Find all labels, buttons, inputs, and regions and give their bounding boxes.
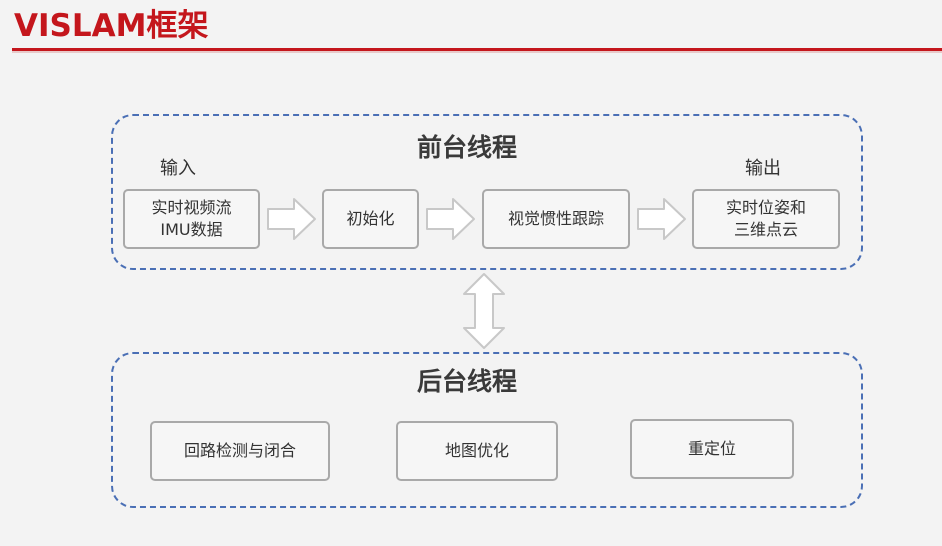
box-loop-closure-label: 回路检测与闭合 — [183, 441, 296, 460]
right-arrow-icon — [637, 198, 686, 240]
box-visual-inertial-tracking: 视觉惯性跟踪 — [482, 189, 630, 249]
box-initialization-label: 初始化 — [346, 209, 395, 228]
box-tracking-label: 视觉惯性跟踪 — [507, 209, 604, 228]
box-initialization: 初始化 — [322, 189, 419, 249]
input-label: 输入 — [160, 158, 196, 179]
box-relocalization: 重定位 — [630, 419, 794, 479]
title-underline — [12, 48, 942, 51]
title-underline-shadow — [12, 51, 942, 53]
frontend-thread-group — [111, 114, 863, 270]
right-arrow-icon — [426, 198, 475, 240]
output-label: 输出 — [745, 158, 781, 179]
box-pose-pointcloud-output: 实时位姿和 三维点云 — [692, 189, 840, 249]
box-map-optimization: 地图优化 — [396, 421, 558, 481]
box-video-imu-line-2: IMU数据 — [160, 220, 223, 239]
backend-thread-title: 后台线程 — [417, 367, 518, 396]
double-vertical-arrow-icon — [463, 273, 505, 349]
frontend-thread-title: 前台线程 — [417, 133, 518, 162]
backend-thread-group — [111, 352, 863, 508]
box-relocalization-label: 重定位 — [687, 439, 736, 458]
box-video-imu-input: 实时视频流 IMU数据 — [123, 189, 260, 249]
box-video-imu-line-1: 实时视频流 — [151, 198, 232, 217]
box-map-optimization-label: 地图优化 — [444, 441, 509, 460]
slide-title: VISLAM框架 — [14, 8, 209, 44]
right-arrow-icon — [267, 198, 316, 240]
box-loop-detection-closure: 回路检测与闭合 — [150, 421, 330, 481]
box-output-line-2: 三维点云 — [733, 220, 798, 239]
box-output-line-1: 实时位姿和 — [725, 198, 806, 217]
